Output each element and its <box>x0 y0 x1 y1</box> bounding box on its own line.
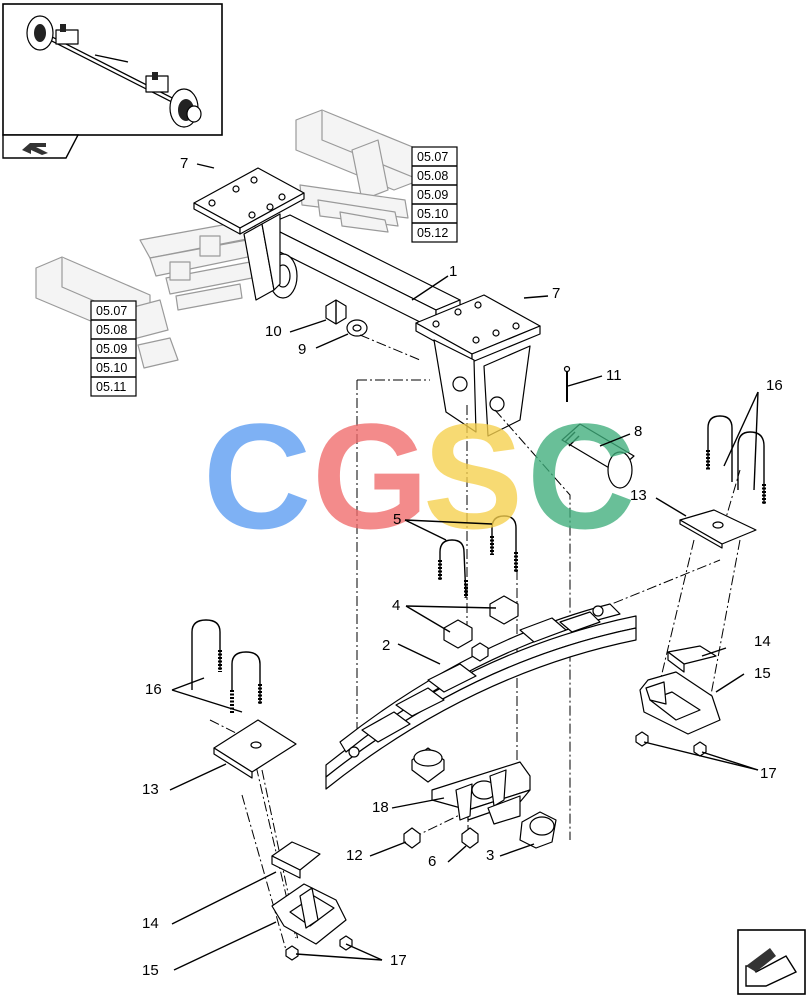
spacers-4[interactable] <box>443 595 519 649</box>
callout-labels: 7 1 7 10 9 11 16 8 13 5 4 2 14 15 16 17 … <box>142 155 783 979</box>
background-frame <box>35 109 421 369</box>
ref-link[interactable]: 05.07 <box>96 304 127 318</box>
grease-fitting-12[interactable] <box>403 827 421 849</box>
label-15: 15 <box>142 962 159 979</box>
axle-thumbnail[interactable] <box>2 3 223 136</box>
ref-link[interactable]: 05.10 <box>96 361 127 375</box>
label-2: 2 <box>382 637 390 654</box>
shackle-pin-8[interactable] <box>561 423 635 489</box>
washer-9[interactable] <box>346 319 368 337</box>
label-16: 16 <box>766 377 783 394</box>
ref-link[interactable]: 05.12 <box>417 226 448 240</box>
label-17: 17 <box>760 765 777 782</box>
nut-10[interactable] <box>325 299 347 325</box>
label-4: 4 <box>392 597 400 614</box>
nav-prev-button[interactable] <box>2 134 80 159</box>
label-17: 17 <box>390 952 407 969</box>
label-1: 1 <box>449 263 457 280</box>
svg-text:C: C <box>527 392 635 560</box>
clamp-plate-13-right[interactable] <box>679 509 757 549</box>
label-3: 3 <box>486 847 494 864</box>
ref-box-stack-left: 05.07 05.08 05.09 05.10 05.11 <box>90 300 137 397</box>
watermark: C G S C <box>203 392 635 560</box>
label-18: 18 <box>372 799 389 816</box>
label-10: 10 <box>265 323 282 340</box>
arrow-back-icon <box>22 143 48 155</box>
ref-link[interactable]: 05.08 <box>417 169 448 183</box>
lock-nut-6[interactable] <box>461 827 479 849</box>
u-bolts-16-right[interactable] <box>706 415 766 504</box>
svg-text:G: G <box>312 392 429 560</box>
label-6: 6 <box>428 853 436 870</box>
ref-link[interactable]: 05.10 <box>417 207 448 221</box>
label-14: 14 <box>754 633 771 650</box>
cotter-pin-11[interactable] <box>563 365 571 403</box>
label-5: 5 <box>393 511 401 528</box>
spring-seat-15-right[interactable] <box>639 671 721 735</box>
leaf-spring-2[interactable] <box>325 603 637 790</box>
label-11: 11 <box>606 367 622 384</box>
bushing-upper[interactable] <box>411 747 445 783</box>
label-13: 13 <box>142 781 159 798</box>
spring-seat-15-left[interactable] <box>271 883 347 945</box>
ref-box-stack-right: 05.07 05.08 05.09 05.10 05.12 <box>411 146 458 243</box>
bushing-3[interactable] <box>519 811 557 849</box>
label-14: 14 <box>142 915 159 932</box>
mount-plate-left[interactable] <box>193 167 305 301</box>
svg-text:S: S <box>423 392 523 560</box>
leader-lines <box>169 163 759 971</box>
nuts-17-right[interactable] <box>635 731 707 757</box>
pad-14-right[interactable] <box>667 645 717 673</box>
label-8: 8 <box>634 423 642 440</box>
nav-next-button[interactable] <box>737 929 806 995</box>
label-15: 15 <box>754 665 771 682</box>
label-9: 9 <box>298 341 306 358</box>
svg-text:C: C <box>203 392 311 560</box>
ref-link[interactable]: 05.09 <box>96 342 127 356</box>
label-7: 7 <box>552 285 560 302</box>
label-12: 12 <box>346 847 363 864</box>
arrow-forward-icon <box>745 948 798 987</box>
u-bolts-16-left[interactable] <box>191 619 262 714</box>
ref-link[interactable]: 05.08 <box>96 323 127 337</box>
u-bolts-5[interactable] <box>438 515 518 599</box>
ref-link[interactable]: 05.11 <box>96 380 126 394</box>
mount-plate-right[interactable] <box>415 294 541 437</box>
label-16: 16 <box>145 681 162 698</box>
pad-14-left[interactable] <box>271 841 321 879</box>
ref-link[interactable]: 05.07 <box>417 150 448 164</box>
ref-link[interactable]: 05.09 <box>417 188 448 202</box>
label-13: 13 <box>630 487 647 504</box>
label-7: 7 <box>180 155 188 172</box>
equalizer-hanger-18[interactable] <box>431 761 531 825</box>
clamp-plate-13-left[interactable] <box>213 719 297 779</box>
